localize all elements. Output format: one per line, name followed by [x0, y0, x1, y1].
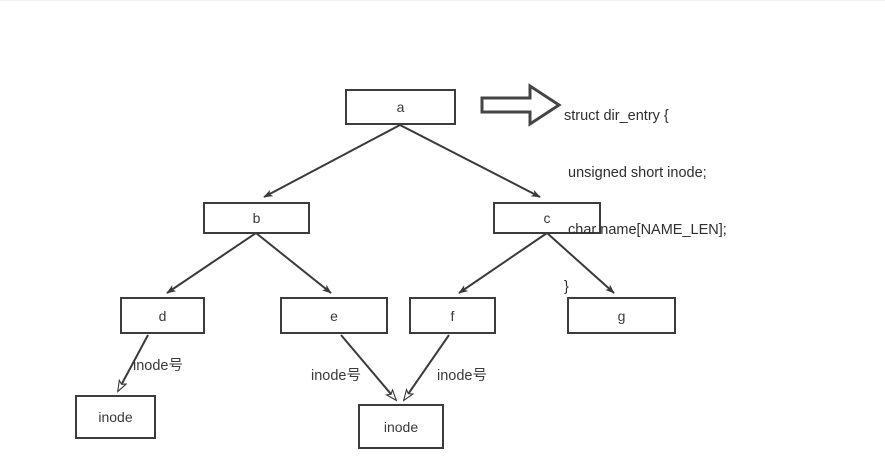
node-d[interactable]: d — [120, 297, 205, 334]
edge-a-b — [263, 124, 401, 198]
code-line-2: unsigned short inode; — [564, 165, 707, 181]
node-inode-center-label: inode — [383, 418, 419, 435]
edge-label-e-inode: inode号 — [311, 368, 361, 384]
node-c-label: c — [543, 210, 551, 226]
node-f[interactable]: f — [409, 297, 496, 334]
edge-c-g — [546, 232, 615, 294]
edge-c-f — [458, 232, 548, 294]
code-line-3: char name[NAME_LEN]; — [564, 222, 727, 238]
edge-e-inode-center — [340, 334, 396, 400]
node-b[interactable]: b — [203, 202, 310, 234]
node-g[interactable]: g — [567, 297, 676, 334]
edge-label-d-inode: inode号 — [133, 358, 183, 374]
edge-b-d — [166, 232, 257, 294]
edge-a-c — [399, 124, 541, 198]
code-line-4: } — [564, 279, 569, 295]
node-e-label: e — [330, 307, 338, 324]
node-f-label: f — [450, 307, 455, 324]
node-c[interactable]: c — [493, 202, 601, 234]
node-a-label: a — [396, 99, 405, 115]
node-inode-center[interactable]: inode — [358, 404, 444, 449]
edge-d-inode-left — [118, 334, 149, 391]
code-line-1: struct dir_entry { — [564, 108, 669, 124]
edge-b-e — [255, 232, 332, 294]
edge-f-inode-center — [404, 334, 450, 400]
node-b-label: b — [252, 210, 261, 226]
node-inode-left[interactable]: inode — [75, 395, 156, 439]
edge-label-f-inode: inode号 — [437, 368, 487, 384]
struct-code-block: struct dir_entry { unsigned short inode;… — [564, 69, 727, 335]
node-e[interactable]: e — [280, 297, 388, 334]
right-block-arrow — [480, 83, 562, 127]
node-d-label: d — [158, 307, 167, 324]
node-g-label: g — [617, 307, 626, 324]
node-a[interactable]: a — [345, 89, 456, 125]
node-inode-left-label: inode — [98, 409, 133, 425]
